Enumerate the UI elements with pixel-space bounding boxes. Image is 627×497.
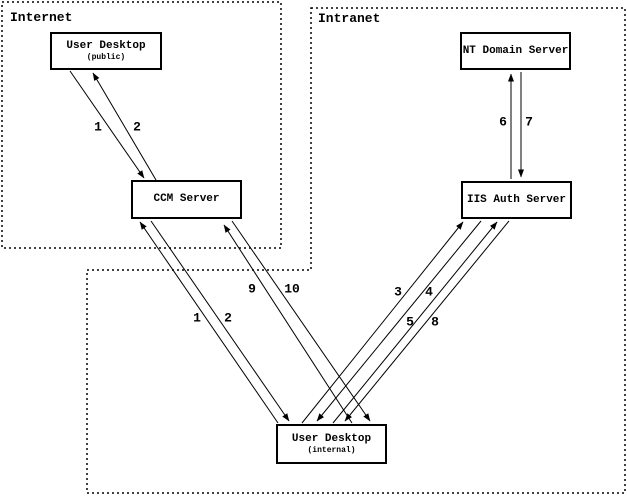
- zone-label-internet: Internet: [10, 10, 73, 25]
- edge-label-7: 7: [525, 114, 533, 130]
- node-title: User Desktop: [291, 433, 372, 445]
- internet-zone-outline: [1, 1, 282, 249]
- node-subtitle: (public): [86, 53, 126, 62]
- node-title: User Desktop: [66, 40, 146, 52]
- edge-label-5: 5: [406, 314, 414, 330]
- zone-label-intranet: Intranet: [318, 11, 381, 26]
- edge-label-4: 4: [425, 284, 433, 300]
- edge-label-2-public: 2: [133, 119, 141, 135]
- edge-label-1-internal: 1: [193, 310, 201, 326]
- node-title: IIS Auth Server: [466, 193, 567, 206]
- intranet-zone-outline: [86, 7, 626, 494]
- edge-label-1-public: 1: [94, 119, 102, 135]
- node-ccm-server: CCM Server: [131, 180, 242, 219]
- edge-line-4-iis-to-internal: [316, 220, 482, 422]
- edge-label-2-internal: 2: [224, 310, 232, 326]
- edge-line-3-internal-to-iis: [301, 221, 464, 424]
- edge-line-1-public-to-ccm: [69, 70, 145, 179]
- node-subtitle: (internal): [307, 446, 356, 455]
- edge-label-10: 10: [284, 281, 300, 297]
- edge-line-2-ccm-to-public: [92, 72, 157, 181]
- node-iis-auth-server: IIS Auth Server: [461, 181, 572, 219]
- edge-label-6: 6: [499, 114, 507, 130]
- edge-label-8: 8: [431, 314, 439, 330]
- node-title: CCM Server: [153, 193, 220, 205]
- edge-label-3: 3: [394, 284, 402, 300]
- edge-line-8-iis-to-internal: [344, 220, 510, 422]
- edge-line-9-internal-to-ccm: [223, 224, 353, 424]
- edge-label-9: 9: [248, 281, 256, 297]
- edge-line-10-ccm-to-internal: [231, 220, 371, 422]
- edge-line-2-ccm-to-internal: [150, 220, 290, 422]
- edge-line-5-internal-to-iis: [332, 221, 498, 424]
- edge-line-1-internal-to-ccm: [139, 221, 279, 424]
- node-nt-domain-server: NT Domain Server: [460, 32, 571, 70]
- node-user-desktop-public: User Desktop (public): [50, 32, 162, 70]
- node-title: NT Domain Server: [462, 44, 569, 57]
- node-user-desktop-internal: User Desktop (internal): [276, 424, 387, 464]
